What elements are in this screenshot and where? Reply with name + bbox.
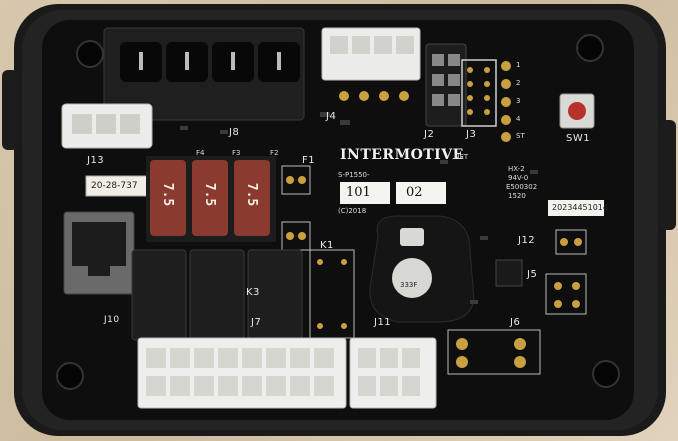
j3-label: J3 (466, 129, 477, 140)
j5-pads (545, 273, 587, 315)
file-code-label: E500302 (506, 183, 538, 191)
j8-label: J8 (229, 127, 240, 138)
date-code-label: 1520 (508, 192, 526, 200)
fuse-block (146, 156, 276, 242)
fuse-label-f4: F4 (196, 149, 205, 157)
j5-label: J5 (527, 269, 538, 280)
j8-connector (103, 27, 305, 121)
j7-label: J7 (251, 317, 262, 328)
brand-suffix: .NET (452, 153, 469, 161)
j11-label: J11 (374, 317, 392, 328)
j4-connector (321, 27, 421, 101)
j3-header (461, 59, 497, 127)
j6-label: J6 (510, 317, 521, 328)
j10-rj-jack (63, 211, 135, 295)
rating-label: 94V-0 (508, 174, 529, 182)
pin-label-st: ST (516, 132, 525, 140)
side-sticker-text: 20-28-737 (91, 181, 138, 191)
inductor-potting (369, 215, 475, 323)
sw1-pushbutton (559, 93, 595, 129)
j12-pads (555, 229, 587, 255)
j11-connector (349, 337, 437, 409)
relays (131, 249, 303, 341)
copyright-label: (C)2018 (338, 207, 367, 215)
revision-box (396, 182, 446, 204)
enclosure-tab-right (660, 120, 676, 230)
corner-screws (56, 34, 620, 390)
pin-label-4: 4 (516, 115, 521, 123)
j13-connector (61, 103, 153, 149)
fuse-value-3: 7.5 (244, 182, 260, 207)
j4-label: J4 (326, 111, 337, 122)
enclosure-tab-left (2, 70, 18, 150)
j7-connector (137, 337, 347, 409)
k3-label: K3 (246, 287, 260, 298)
j10-label: J10 (104, 315, 120, 325)
j2-label: J2 (424, 129, 435, 140)
fuse-value-1: 7.5 (160, 182, 176, 207)
revision-handwritten: 02 (406, 185, 423, 200)
brand-logo: INTERMOTIVE (340, 147, 464, 163)
part-number-box (340, 182, 390, 204)
inductor-code: 333F (400, 281, 418, 289)
j12-label: J12 (518, 235, 536, 246)
sw1-label: SW1 (566, 133, 591, 144)
j2-connector (425, 43, 467, 127)
test-pads (501, 61, 511, 142)
pin-label-2: 2 (516, 79, 521, 87)
model-label: HX-2 (508, 165, 525, 173)
j13-label: J13 (87, 155, 105, 166)
pin-label-1: 1 (516, 61, 521, 69)
smd-components (180, 112, 538, 304)
part-prefix: S-P1550- (338, 171, 370, 179)
f1-label: F1 (302, 155, 316, 166)
serial-sticker-text: 20234451014 (552, 203, 608, 212)
j6-pads (447, 329, 541, 375)
fuse-label-f2: F2 (270, 149, 279, 157)
fuse-value-2: 7.5 (202, 182, 218, 207)
pin-label-3: 3 (516, 97, 521, 105)
k1-label: K1 (320, 240, 334, 251)
serial-sticker (548, 200, 604, 216)
fuse-label-f3: F3 (232, 149, 241, 157)
ic-chip (495, 259, 523, 287)
part-number-handwritten: 101 (346, 185, 371, 200)
